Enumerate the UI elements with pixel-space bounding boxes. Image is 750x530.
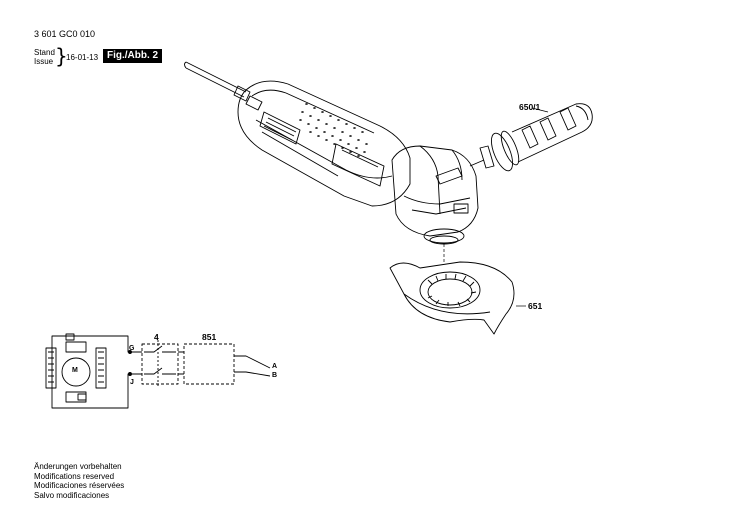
motor-symbol [61, 357, 91, 387]
issue-label: Issue [34, 57, 54, 66]
motor-label: M [72, 367, 78, 374]
issue-date: 16-01-13 [66, 53, 99, 62]
terminal-g-label: G [129, 345, 135, 352]
stand-label: Stand [34, 48, 55, 57]
gear-head [391, 145, 479, 245]
part-label-switch: 4 [154, 332, 159, 342]
footer-notice: Änderungen vorbehalten Modifications res… [34, 462, 124, 500]
terminal-j-label: J [130, 379, 134, 386]
wire-a-label: A [272, 363, 278, 370]
brace-icon: } [55, 44, 68, 68]
footer-line: Salvo modificaciones [34, 490, 110, 500]
part-label-handle: 650/1 [519, 102, 541, 112]
leader-lines [443, 107, 549, 307]
auxiliary-handle [469, 103, 593, 172]
wheel-guard [389, 261, 515, 335]
grinder-body [237, 80, 411, 207]
footer-line: Modifications reserved [34, 471, 115, 481]
circuit-diagram [45, 333, 271, 409]
figure-label: Fig./Abb. 2 [103, 49, 163, 63]
switch-symbol [141, 343, 179, 385]
document-number: 3 601 GC0 010 [34, 29, 96, 39]
module-symbol [183, 343, 235, 385]
footer-line: Änderungen vorbehalten [34, 462, 122, 471]
footer-line: Modificaciones réservées [34, 481, 125, 490]
power-cord [184, 61, 251, 102]
part-label-module: 851 [202, 332, 217, 342]
stand-issue-labels: Stand Issue [34, 48, 55, 66]
wire-b-label: B [272, 372, 278, 379]
part-label-guard: 651 [528, 301, 543, 311]
